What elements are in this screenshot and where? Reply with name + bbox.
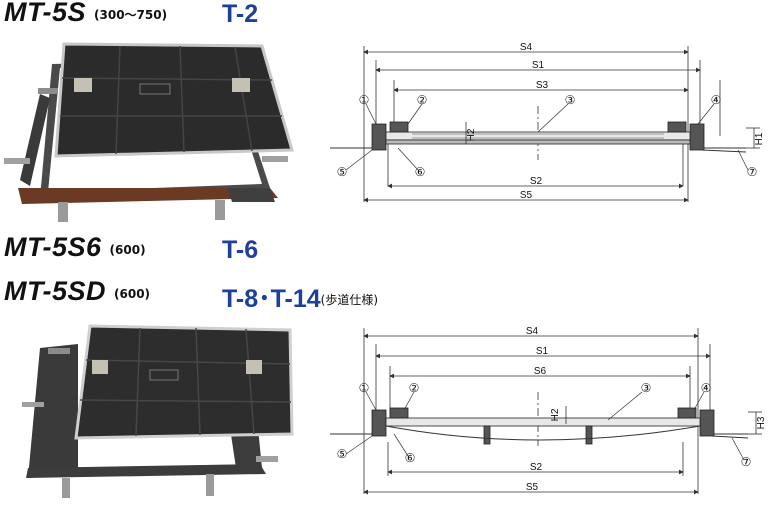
dim-label-s2: S2 [530,176,543,187]
callout-4: ④ [711,93,722,107]
size-range-mt5s: (300～750) [94,8,168,22]
dim-label-h2: H2 [550,408,561,421]
model-name-mt5s6: MT-5S6 [4,232,102,262]
size-range-mt5sd: (600) [114,287,151,301]
model-name-mt5s: MT-5S [4,0,87,27]
dim-label-s6: S6 [534,366,547,377]
size-range-mt5s6: (600) [109,243,146,257]
heading-mt5s6: MT-5S6 (600) [4,232,146,263]
callout-1: ① [359,381,370,395]
callout-6: ⑥ [405,451,416,465]
callout-4: ④ [701,381,712,395]
heading-mt5sd: MT-5SD (600) [4,276,150,307]
sidewalk-spec-note: (歩道仕様) [320,293,379,307]
load-class-t6: T-6 [222,236,259,264]
model-name-mt5sd: MT-5SD [4,276,107,306]
callout-3: ③ [565,93,576,107]
product-photo-mt5sd [22,324,294,498]
dim-label-h2: H2 [466,128,477,141]
callout-5: ⑤ [337,447,348,461]
dim-label-s3: S3 [536,80,549,91]
callout-1: ① [359,93,370,107]
load-class-t8-t14: T-8･T-14(歩道仕様) [222,279,378,315]
callout-7: ⑦ [747,165,758,179]
dim-label-h3: H3 [756,416,767,429]
callout-2: ② [409,381,420,395]
cross-section-diagram-top: S4 S1 S3 S2 S5 H2 H1 ① ② ③ ④ ⑤ ⑥ ⑦ [330,42,765,203]
product-photo-mt5s [4,42,294,222]
load-class-t8-t14-label: T-8･T-14 [222,285,321,313]
dim-label-s5: S5 [520,190,533,201]
callout-3: ③ [641,381,652,395]
dim-label-s5: S5 [526,482,539,493]
callout-7: ⑦ [741,455,752,469]
cross-section-diagram-bottom: S4 S1 S6 S2 S5 H2 H3 ① ② ③ ④ ⑤ ⑥ ⑦ [330,326,767,495]
heading-mt5s: MT-5S (300～750) [4,0,167,28]
callout-2: ② [417,93,428,107]
dim-label-s2: S2 [530,462,543,473]
dim-label-s1: S1 [532,60,545,71]
callout-6: ⑥ [415,165,426,179]
dim-label-h1: H1 [754,132,765,145]
callout-5: ⑤ [337,165,348,179]
dim-label-s4: S4 [526,326,539,337]
dim-label-s1: S1 [536,346,549,357]
dim-label-s4: S4 [520,42,533,53]
load-class-t2: T-2 [222,0,259,28]
